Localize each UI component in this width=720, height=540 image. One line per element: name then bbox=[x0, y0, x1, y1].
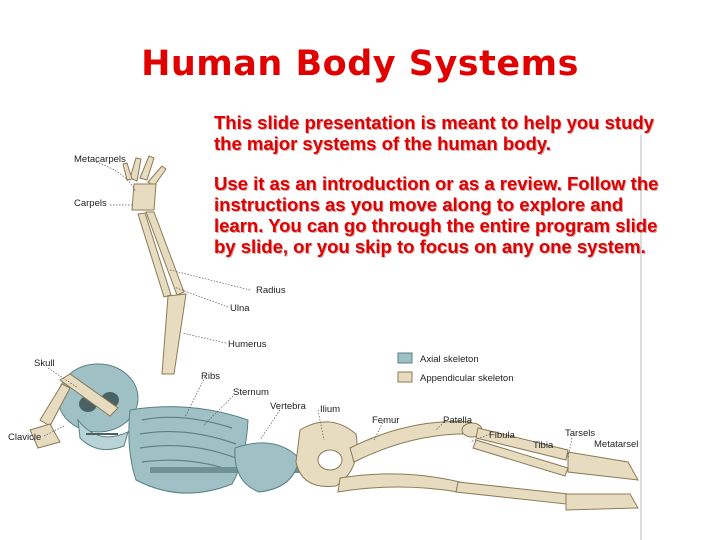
label-ilium: Ilium bbox=[320, 404, 340, 415]
label-ribs: Ribs bbox=[201, 371, 220, 382]
label-femur: Femur bbox=[372, 415, 399, 426]
label-patella: Patella bbox=[443, 415, 473, 426]
legend-axial-label: Axial skeleton bbox=[420, 354, 479, 365]
label-ulna: Ulna bbox=[230, 303, 250, 314]
intro-paragraph: This slide presentation is meant to help… bbox=[214, 112, 674, 154]
raised-arm bbox=[123, 156, 186, 374]
slide-title: Human Body Systems bbox=[0, 44, 720, 84]
label-tarsels: Tarsels bbox=[565, 428, 595, 439]
label-metacarpels: Metacarpels bbox=[74, 154, 126, 165]
label-carpels: Carpels bbox=[74, 198, 107, 209]
label-fibula: Fibula bbox=[489, 430, 516, 441]
label-metatarsel: Metatarsel bbox=[594, 439, 638, 450]
label-vertebra: Vertebra bbox=[270, 401, 307, 412]
label-skull: Skull bbox=[34, 358, 55, 369]
label-tibia: Tibia bbox=[533, 440, 554, 451]
legend-axial-swatch bbox=[398, 353, 412, 363]
legend-appendicular-swatch bbox=[398, 372, 412, 382]
label-humerus: Humerus bbox=[228, 339, 267, 350]
legend-appendicular-label: Appendicular skeleton bbox=[420, 373, 513, 384]
label-sternum: Sternum bbox=[233, 387, 269, 398]
label-clavicle: Clavicle bbox=[8, 432, 41, 443]
ribcage bbox=[129, 407, 310, 493]
instructions-paragraph: Use it as an introduction or as a review… bbox=[214, 173, 674, 257]
label-radius: Radius bbox=[256, 285, 286, 296]
